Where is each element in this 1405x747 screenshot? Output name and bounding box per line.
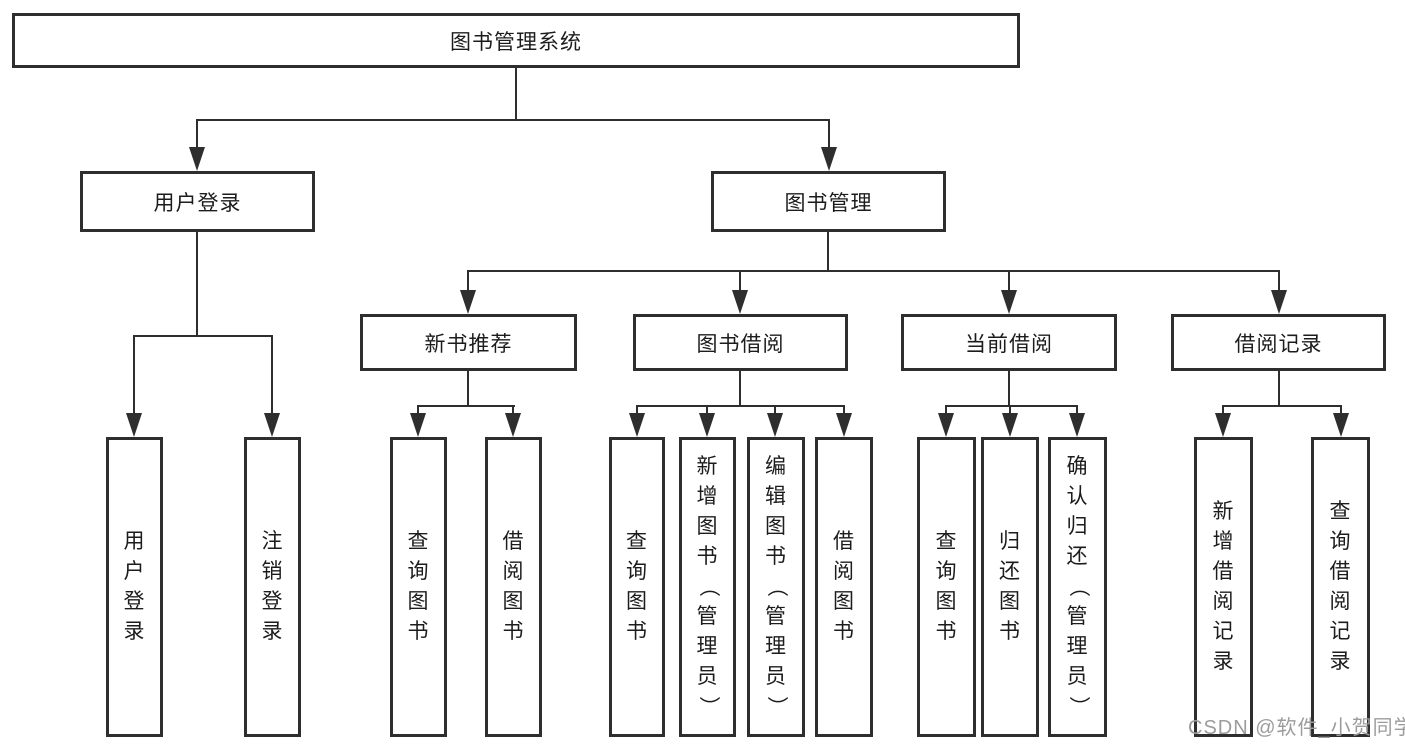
edge-bookborrow-drop2 — [706, 405, 708, 417]
leaf-current-return-label: 归还图书 — [999, 530, 1021, 643]
arrowhead-newbook-leaf1 — [410, 413, 426, 437]
node-user-login: 用户登录 — [80, 171, 315, 232]
edge-currentborrow-stem — [1008, 371, 1010, 407]
edge-records-rail — [1222, 405, 1342, 407]
node-borrow-records: 借阅记录 — [1171, 314, 1386, 371]
arrowhead-bookborrow-leaf3 — [767, 413, 783, 437]
leaf-borrow-add-admin-label: 新增图书（管理员） — [696, 455, 720, 718]
leaf-borrow-query: 查询图书 — [609, 437, 665, 737]
edge-bookmgmt-stem — [827, 232, 829, 272]
leaf-borrow-edit-admin: 编辑图书（管理员） — [747, 437, 805, 737]
edge-bookmgmt-drop1 — [467, 270, 469, 295]
leaf-borrow-query-label: 查询图书 — [626, 530, 648, 643]
leaf-user-login-label: 用户登录 — [123, 530, 146, 643]
leaf-logout-label: 注销登录 — [261, 530, 284, 643]
node-new-book-label: 新书推荐 — [424, 332, 513, 356]
arrowhead-to-book-borrow — [732, 290, 748, 314]
leaf-logout: 注销登录 — [244, 437, 301, 737]
edge-records-drop2 — [1340, 405, 1342, 417]
edge-currentborrow-rail — [945, 405, 1078, 407]
edge-userlogin-drop1 — [133, 335, 135, 415]
leaf-borrow-add-admin: 新增图书（管理员） — [679, 437, 736, 737]
edge-currentborrow-drop2 — [1009, 405, 1011, 417]
node-root: 图书管理系统 — [12, 13, 1020, 68]
edge-bookborrow-drop1 — [636, 405, 638, 417]
leaf-current-confirm-admin: 确认归还（管理员） — [1048, 437, 1107, 737]
edge-root-drop-left — [196, 119, 198, 149]
edge-bookmgmt-drop3 — [1008, 270, 1010, 295]
edge-bookborrow-stem — [739, 371, 741, 407]
node-current-borrow-label: 当前借阅 — [965, 332, 1053, 356]
node-borrow-records-label: 借阅记录 — [1234, 332, 1323, 356]
node-book-mgmt-label: 图书管理 — [784, 191, 873, 215]
edge-bookmgmt-drop4 — [1278, 270, 1280, 295]
arrowhead-currentborrow-leaf1 — [938, 413, 954, 437]
edge-root-drop-right — [828, 119, 830, 149]
arrowhead-to-current-borrow — [1001, 290, 1017, 314]
leaf-current-query: 查询图书 — [917, 437, 976, 737]
leaf-borrow-edit-admin-label: 编辑图书（管理员） — [765, 455, 788, 718]
arrowhead-currentborrow-leaf2 — [1002, 413, 1018, 437]
node-book-borrow-label: 图书借阅 — [696, 332, 785, 356]
edge-bookborrow-drop4 — [843, 405, 845, 417]
edge-bookmgmt-drop2 — [739, 270, 741, 295]
arrowhead-to-borrow-records — [1271, 290, 1287, 314]
watermark: CSDN @软件_小贺同学 — [1188, 717, 1405, 739]
node-book-borrow: 图书借阅 — [633, 314, 848, 371]
edge-newbook-drop2 — [512, 405, 514, 417]
arrowhead-to-leaf-login — [126, 413, 142, 437]
edge-root-rail — [196, 119, 830, 121]
edge-currentborrow-drop3 — [1076, 405, 1078, 417]
leaf-user-login: 用户登录 — [106, 437, 163, 737]
leaf-current-query-label: 查询图书 — [935, 530, 958, 643]
arrowhead-records-leaf2 — [1333, 413, 1349, 437]
arrowhead-bookborrow-leaf4 — [836, 413, 852, 437]
leaf-records-add-label: 新增借阅记录 — [1212, 500, 1235, 673]
leaf-current-confirm-admin-label: 确认归还（管理员） — [1066, 455, 1090, 718]
edge-newbook-stem — [467, 371, 469, 407]
leaf-newbook-borrow-label: 借阅图书 — [502, 530, 525, 643]
arrowhead-currentborrow-leaf3 — [1069, 413, 1085, 437]
leaf-records-query: 查询借阅记录 — [1311, 437, 1370, 737]
edge-newbook-rail — [417, 405, 515, 407]
arrowhead-to-user-login — [189, 147, 205, 171]
edge-newbook-drop1 — [417, 405, 419, 417]
leaf-newbook-query: 查询图书 — [390, 437, 447, 737]
arrowhead-bookborrow-leaf2 — [699, 413, 715, 437]
edge-records-drop1 — [1222, 405, 1224, 417]
arrowhead-newbook-leaf2 — [505, 413, 521, 437]
leaf-current-return: 归还图书 — [981, 437, 1039, 737]
node-user-login-label: 用户登录 — [153, 191, 242, 215]
edge-userlogin-rail — [133, 335, 273, 337]
node-book-mgmt: 图书管理 — [711, 171, 946, 232]
edge-currentborrow-drop1 — [945, 405, 947, 417]
leaf-records-add: 新增借阅记录 — [1194, 437, 1253, 737]
node-current-borrow: 当前借阅 — [901, 314, 1117, 371]
leaf-newbook-query-label: 查询图书 — [407, 530, 430, 643]
leaf-borrow-book-label: 借阅图书 — [833, 530, 855, 643]
leaf-borrow-book: 借阅图书 — [815, 437, 873, 737]
leaf-records-query-label: 查询借阅记录 — [1329, 500, 1352, 673]
node-new-book: 新书推荐 — [360, 314, 577, 371]
edge-records-stem — [1278, 371, 1280, 407]
edge-bookborrow-drop3 — [774, 405, 776, 417]
leaf-newbook-borrow: 借阅图书 — [485, 437, 542, 737]
edge-root-stem — [515, 68, 517, 121]
arrowhead-to-book-mgmt — [821, 147, 837, 171]
node-root-label: 图书管理系统 — [450, 30, 582, 54]
edge-bookmgmt-rail — [467, 270, 1280, 272]
arrowhead-bookborrow-leaf1 — [629, 413, 645, 437]
edge-bookborrow-rail — [636, 405, 845, 407]
arrowhead-records-leaf1 — [1215, 413, 1231, 437]
edge-userlogin-stem — [196, 232, 198, 337]
edge-userlogin-drop2 — [271, 335, 273, 415]
arrowhead-to-leaf-logout — [264, 413, 280, 437]
arrowhead-to-new-book — [460, 290, 476, 314]
